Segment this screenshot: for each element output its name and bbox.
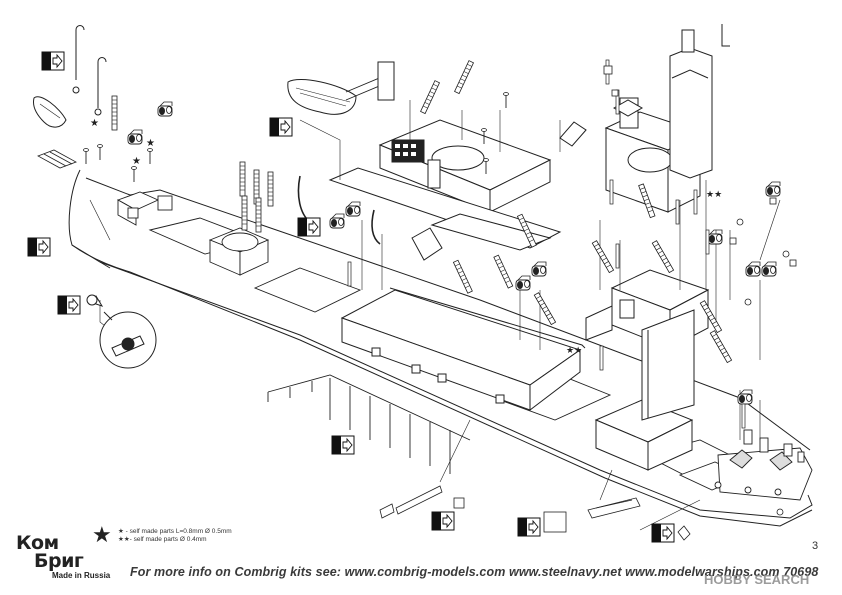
made-in-label: Made in Russia: [52, 571, 111, 580]
assembly-guides: [89, 100, 781, 531]
lifeboats: [33, 79, 357, 128]
logo-line-2: Бриг: [34, 550, 84, 572]
funnel-mast: [612, 29, 713, 179]
hull: [68, 169, 813, 527]
parts-legend: ★ - self made parts L=0.8mm Ø 0.5mm ★★- …: [118, 528, 232, 544]
footer-info: For more info on Combrig kits see: www.c…: [130, 565, 819, 579]
bow-fittings: [714, 429, 813, 501]
bridge-tower: [585, 111, 710, 471]
detail-inset: [86, 294, 157, 369]
central-deckhouse: [340, 287, 586, 412]
small-parts: [379, 65, 797, 541]
aft-superstructure: [116, 191, 270, 276]
legend-item-single-star: ★ - self made parts L=0.8mm Ø 0.5mm: [118, 528, 232, 535]
gratings: [37, 149, 641, 519]
single-star-marker-3: ★: [90, 118, 99, 129]
page-number: 3: [812, 540, 819, 552]
watermark: HOBBY SEARCH: [704, 572, 810, 587]
single-star-marker-2: ★: [132, 156, 141, 167]
double-star-marker: ★★: [706, 189, 723, 199]
single-star-marker: ★: [146, 138, 155, 149]
legend-item-double-star: ★★- self made parts Ø 0.4mm: [118, 536, 207, 543]
logo-line-1: Ком: [16, 532, 59, 554]
bridge-deckhouse: [328, 119, 562, 251]
double-star-marker-2: ★★: [566, 345, 583, 355]
combrig-logo: Ком Бриг ★ Made in Russia: [12, 522, 130, 588]
logo-star-icon: ★: [92, 522, 112, 547]
